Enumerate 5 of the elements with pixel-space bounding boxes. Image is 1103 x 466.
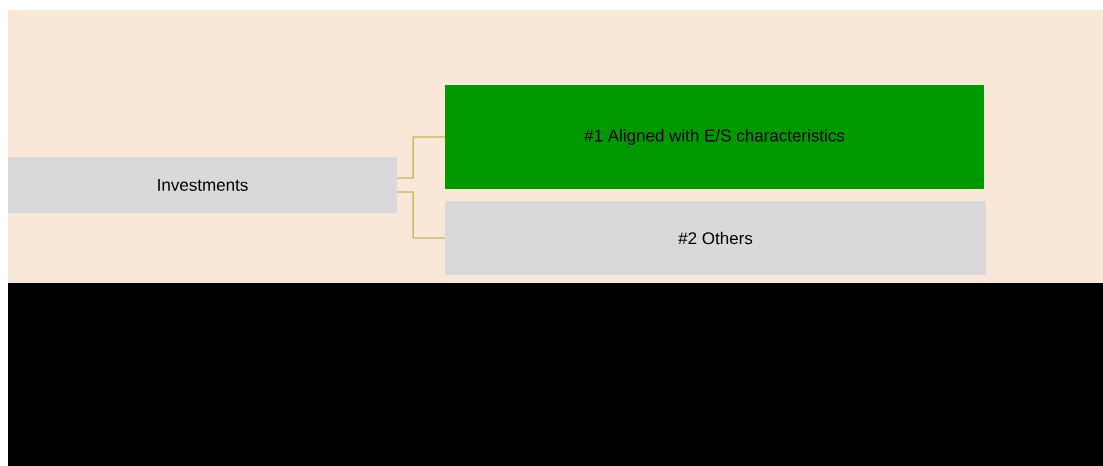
category-box: #1 Aligned with E/S characteristics [445, 85, 984, 189]
bracket-connector [396, 136, 446, 179]
category-box: #2 Others [445, 201, 986, 275]
bracket-connector [396, 191, 446, 239]
category-box: Investments [8, 157, 397, 213]
